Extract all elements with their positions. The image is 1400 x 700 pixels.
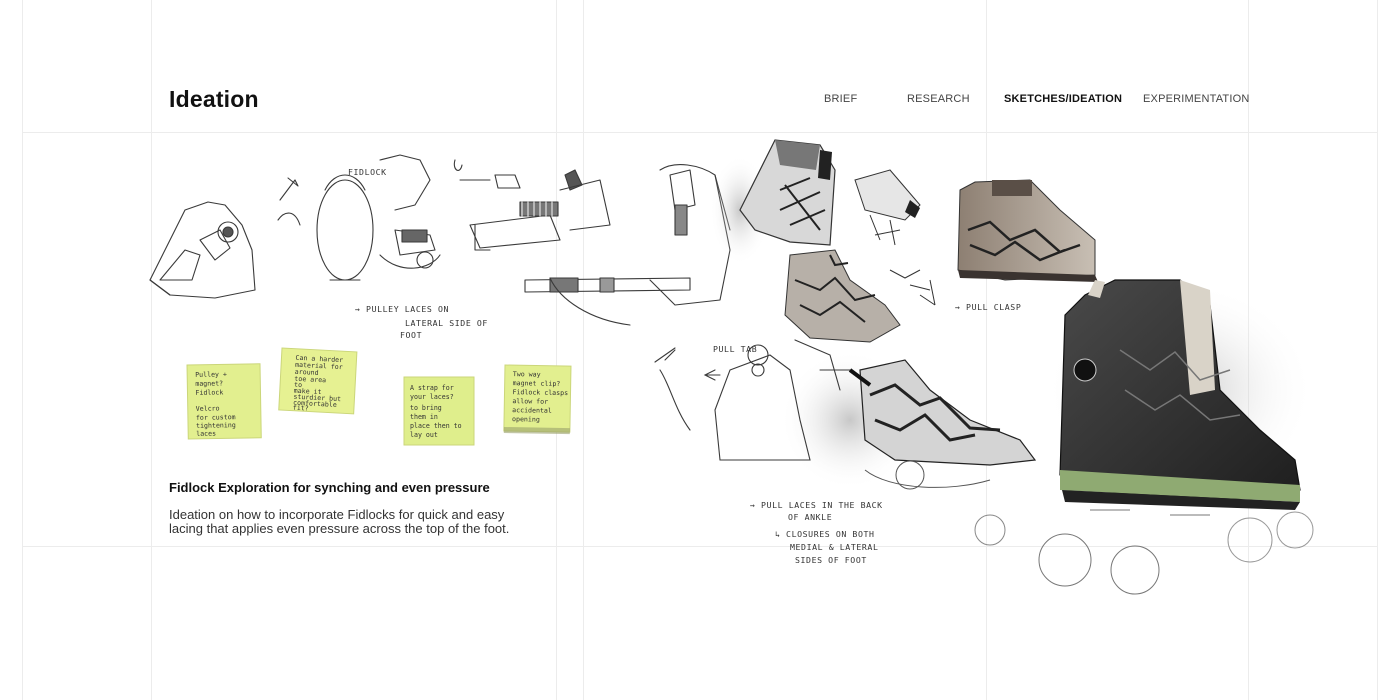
grid-line [22, 132, 1378, 133]
svg-text:Pulley +: Pulley + [195, 370, 227, 379]
nav-item-sketches-ideation[interactable]: SKETCHES/IDEATION [1004, 93, 1123, 105]
grid-line [151, 0, 152, 700]
sketch-lower-line-shoes: PULL TAB [654, 339, 851, 461]
render-final-skate-boot [1038, 279, 1315, 595]
caption-body: Ideation on how to incorporate Fidlocks … [169, 507, 510, 536]
pull-tab-label: PULL TAB [713, 344, 757, 354]
svg-text:your laces?: your laces? [410, 393, 454, 401]
grid-line [22, 0, 23, 700]
grid-line [583, 0, 584, 700]
sketch-fidlock-buckle [453, 159, 611, 251]
svg-text:to: to [294, 381, 302, 389]
svg-text:Velcro: Velcro [196, 404, 220, 412]
grid-line [22, 546, 1378, 547]
svg-text:them in: them in [410, 413, 438, 421]
top-nav: BRIEF RESEARCH SKETCHES/IDEATION EXPERIM… [0, 93, 1400, 109]
svg-text:Fidlock: Fidlock [195, 388, 223, 396]
svg-text:SIDES OF FOOT: SIDES OF FOOT [795, 555, 867, 565]
note-pulley-laces: → PULLEY LACES ON LATERAL SIDE OF FOOT [355, 304, 488, 340]
svg-text:LATERAL SIDE OF: LATERAL SIDE OF [405, 318, 488, 328]
sketch-shaded-shoe [848, 359, 1037, 546]
note-back-laces: → PULL LACES IN THE BACK OF ANKLE ↳ CLOS… [750, 500, 883, 565]
sketch-illustration: FIDLOCK [149, 139, 1315, 595]
nav-item-research[interactable]: RESEARCH [907, 93, 970, 105]
svg-text:material for: material for [295, 361, 343, 371]
sketch-tan-shoe [957, 179, 1098, 282]
grid-line [1377, 0, 1378, 700]
caption-title: Fidlock Exploration for synching and eve… [169, 480, 490, 495]
svg-text:tightening: tightening [196, 421, 236, 430]
sketch-tall-shoe [739, 139, 921, 246]
sticky-note: A strap for your laces? to bring them in… [403, 376, 475, 446]
svg-text:→ PULL LACES IN THE BACK: → PULL LACES IN THE BACK [750, 500, 883, 510]
svg-text:accidental: accidental [512, 406, 552, 415]
fidlock-label: FIDLOCK [348, 167, 387, 177]
svg-text:A strap for: A strap for [410, 384, 454, 392]
svg-text:Two way: Two way [513, 370, 541, 378]
svg-text:→ PULLEY LACES ON: → PULLEY LACES ON [355, 304, 449, 314]
svg-text:comfortable: comfortable [293, 399, 337, 409]
svg-text:fit?: fit? [293, 404, 309, 413]
svg-text:toe area: toe area [294, 375, 326, 385]
svg-text:for custom: for custom [196, 413, 236, 422]
svg-text:magnet clip?: magnet clip? [513, 379, 561, 388]
page-title: Ideation [169, 86, 259, 112]
sketch-shoe-rear: FIDLOCK [316, 154, 441, 281]
grid-line [556, 0, 557, 700]
sticky-note: Can a harder material for around toe are… [278, 347, 358, 415]
note-pull-clasp: → PULL CLASP [955, 302, 1021, 312]
svg-text:OF ANKLE: OF ANKLE [788, 512, 832, 522]
svg-text:around: around [295, 368, 319, 377]
sketch-grey-shoe [784, 249, 936, 343]
sketch-shoe-dial [149, 177, 301, 299]
svg-text:lay out: lay out [410, 431, 438, 439]
svg-text:to bring: to bring [410, 404, 442, 412]
svg-text:place then to: place then to [410, 422, 462, 430]
svg-text:make it: make it [294, 387, 322, 396]
sticky-note: Two way magnet clip? Fidlock clasps allo… [503, 364, 572, 435]
svg-text:Fidlock clasps: Fidlock clasps [512, 388, 568, 397]
svg-text:allow for: allow for [512, 397, 548, 406]
nav-item-experimentation[interactable]: EXPERIMENTATION [1143, 93, 1250, 105]
svg-text:↳ CLOSURES ON BOTH: ↳ CLOSURES ON BOTH [775, 529, 875, 539]
sticky-note: Pulley + magnet? Fidlock Velcro for cust… [186, 363, 262, 440]
sketch-board: FIDLOCK [130, 130, 1330, 620]
svg-text:Can a harder: Can a harder [295, 354, 343, 364]
svg-text:MEDIAL & LATERAL: MEDIAL & LATERAL [790, 542, 878, 552]
svg-text:FOOT: FOOT [400, 330, 422, 340]
grid-line [986, 0, 987, 700]
svg-text:laces: laces [196, 430, 216, 438]
svg-text:magnet?: magnet? [195, 379, 223, 387]
sketch-strap [524, 164, 731, 326]
nav-item-brief[interactable]: BRIEF [824, 93, 858, 105]
svg-text:opening: opening [512, 415, 540, 423]
svg-text:sturdier but: sturdier but [293, 393, 341, 403]
